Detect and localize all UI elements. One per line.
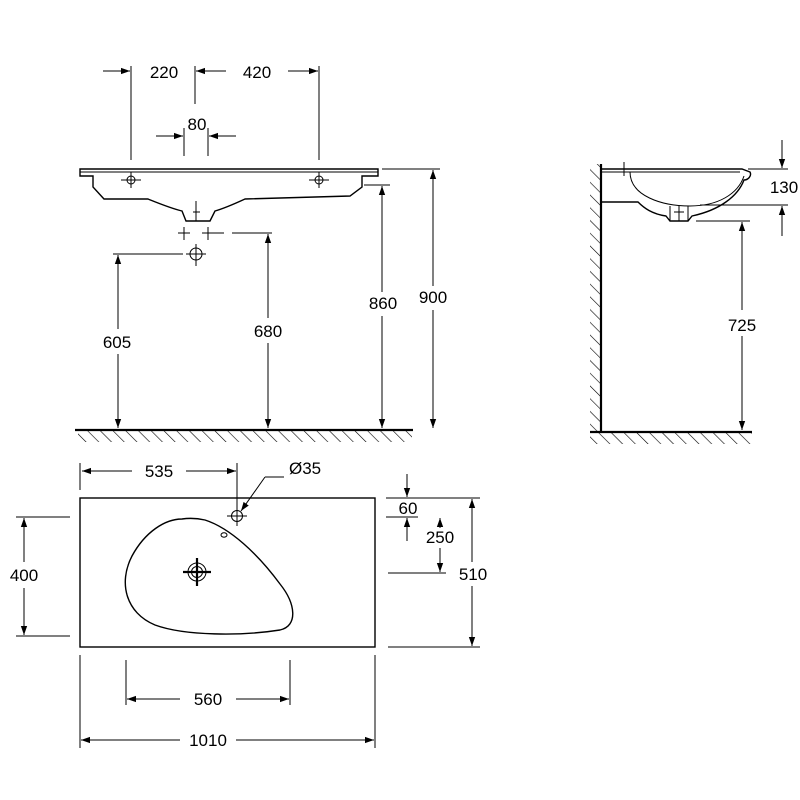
dim-60: 60 (386, 474, 480, 541)
side-wall (590, 164, 603, 432)
dim-250-label: 250 (426, 528, 454, 547)
dim-1010: 1010 (79, 655, 376, 750)
dim-725: 725 (696, 220, 756, 430)
front-tap-hole-left (121, 172, 141, 188)
dim-60-label: 60 (399, 499, 418, 518)
top-view: 535 Ø35 60 250 510 (10, 459, 487, 750)
dim-900-label: 900 (419, 288, 447, 307)
dim-400: 400 (10, 516, 70, 637)
dim-535-label: 535 (145, 462, 173, 481)
front-floor (75, 428, 413, 442)
dim-220-label: 220 (150, 63, 178, 82)
top-basin-bowl (124, 517, 294, 635)
dim-860: 860 (364, 184, 397, 428)
top-drain (183, 558, 211, 586)
side-basin-inner (629, 171, 745, 207)
dim-400-label: 400 (10, 566, 38, 585)
dim-80: 80 (156, 115, 236, 156)
dim-250: 250 (388, 518, 454, 574)
dim-420: 420 (196, 63, 320, 160)
front-view: 220 420 80 605 680 (75, 63, 447, 442)
dim-605: 605 (103, 253, 183, 428)
dim-535: 535 (79, 462, 238, 508)
side-floor (590, 430, 752, 444)
dim-560: 560 (125, 660, 291, 709)
dim-900: 900 (382, 168, 447, 428)
dim-220: 220 (103, 63, 196, 160)
top-tap-hole (227, 506, 247, 526)
dim-hole-diameter: Ø35 (240, 459, 321, 512)
dim-420-label: 420 (243, 63, 271, 82)
dim-510: 510 (388, 499, 487, 648)
dim-130-label: 130 (770, 178, 798, 197)
front-drain (193, 201, 200, 221)
side-tap-marker (617, 162, 631, 176)
dim-560-label: 560 (194, 690, 222, 709)
top-countertop-outline (79, 497, 376, 648)
side-drain (669, 206, 689, 221)
side-view: 130 725 (590, 140, 798, 444)
front-supply-markers (178, 227, 224, 240)
front-waste-outlet (186, 244, 206, 266)
dim-680-label: 680 (254, 322, 282, 341)
front-basin-outline (79, 168, 379, 222)
dim-605-label: 605 (103, 333, 131, 352)
dim-510-label: 510 (459, 565, 487, 584)
dim-860-label: 860 (369, 294, 397, 313)
dim-1010-label: 1010 (189, 731, 227, 750)
front-tap-hole-right (309, 172, 329, 188)
top-overflow (220, 532, 228, 538)
dim-130: 130 (700, 140, 798, 236)
side-basin-outer (601, 168, 752, 222)
dim-725-label: 725 (728, 316, 756, 335)
dim-hole-diameter-label: Ø35 (289, 459, 321, 478)
dim-80-label: 80 (188, 115, 207, 134)
dim-680: 680 (232, 232, 282, 428)
